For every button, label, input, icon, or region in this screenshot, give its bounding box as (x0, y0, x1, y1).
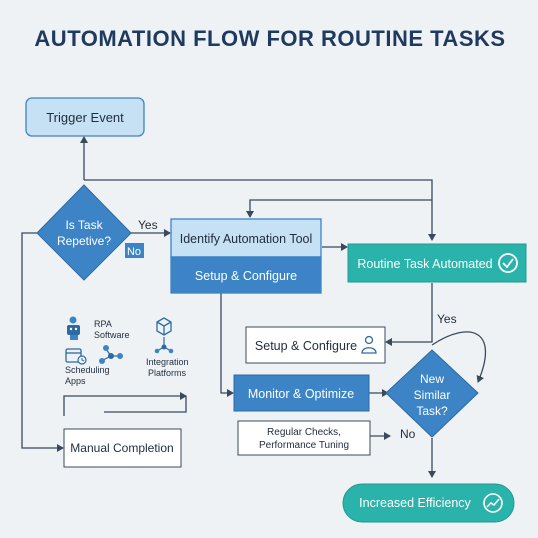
connector-tools-return (104, 396, 187, 413)
identify-tool-label: Identify Automation Tool (180, 232, 313, 246)
edge-label-no-2: No (400, 427, 416, 441)
routine-automated-box[interactable] (347, 243, 527, 283)
connector-yes-curve (431, 331, 487, 383)
trigger-event-box[interactable] (25, 97, 145, 137)
manual-completion-box[interactable] (63, 428, 182, 468)
setup-configure-white-box[interactable] (245, 326, 386, 364)
monitor-optimize-label: Monitor & Optimize (248, 387, 354, 401)
increased-efficiency-label: Increased Efficiency (359, 496, 471, 510)
connector-automated-to-setup (385, 283, 433, 346)
setup-configure-white-label: Setup & Configure (255, 339, 357, 353)
edge-label-yes-1: Yes (138, 218, 158, 232)
regular-checks-line1: Regular Checks, (267, 427, 341, 438)
connector-no-to-manual (21, 232, 64, 452)
robot-arm-icon (67, 316, 80, 340)
connector-loop-top (84, 179, 436, 241)
tool-integration-line2: Platforms (148, 368, 187, 378)
increased-efficiency-box[interactable] (342, 483, 515, 523)
cube-icon (156, 317, 172, 336)
tool-rpa-line2: Software (94, 330, 130, 340)
connector-tools-bracket (63, 392, 187, 416)
edge-label-no-1-bg (125, 243, 144, 258)
edge-label-yes-2: Yes (437, 312, 457, 326)
diagram-title: AUTOMATION FLOW FOR ROUTINE TASKS (34, 26, 505, 51)
connector-setup-to-monitor (220, 292, 234, 397)
setup-configure-blue-label: Setup & Configure (195, 269, 297, 283)
routine-automated-label: Routine Task Automated (357, 257, 492, 271)
person-icon (361, 335, 377, 354)
connectors (21, 136, 487, 478)
tool-scheduling-line2: Apps (65, 376, 86, 386)
monitor-optimize-box[interactable] (233, 374, 370, 412)
growth-chart-icon (483, 493, 503, 513)
decision-new-similar-task[interactable] (385, 349, 479, 438)
setup-configure-blue-box[interactable] (170, 256, 322, 294)
decision-new-line1: New (420, 372, 444, 386)
regular-checks-line2: Performance Tuning (259, 440, 349, 451)
trigger-event-label: Trigger Event (46, 110, 124, 125)
tool-rpa-line1: RPA (94, 319, 112, 329)
integration-network-icon (154, 337, 174, 354)
tool-integration-line1: Integration (146, 357, 189, 367)
calendar-clock-icon (65, 348, 87, 365)
tool-scheduling-line1: Scheduling (65, 365, 110, 375)
decision-repetitive-line2: Repetive? (57, 234, 111, 248)
regular-checks-box[interactable] (237, 420, 371, 456)
manual-completion-label: Manual Completion (70, 441, 173, 455)
network-nodes-icon (99, 345, 123, 364)
decision-new-line2: Similar (414, 388, 451, 402)
decision-is-task-repetitive[interactable] (36, 184, 132, 281)
decision-new-line3: Task? (416, 404, 448, 418)
edge-label-no-1: No (127, 246, 141, 258)
decision-repetitive-line1: Is Task (65, 218, 103, 232)
checkmark-circle-icon (498, 253, 518, 273)
connector-loop-into-identify (246, 199, 432, 218)
